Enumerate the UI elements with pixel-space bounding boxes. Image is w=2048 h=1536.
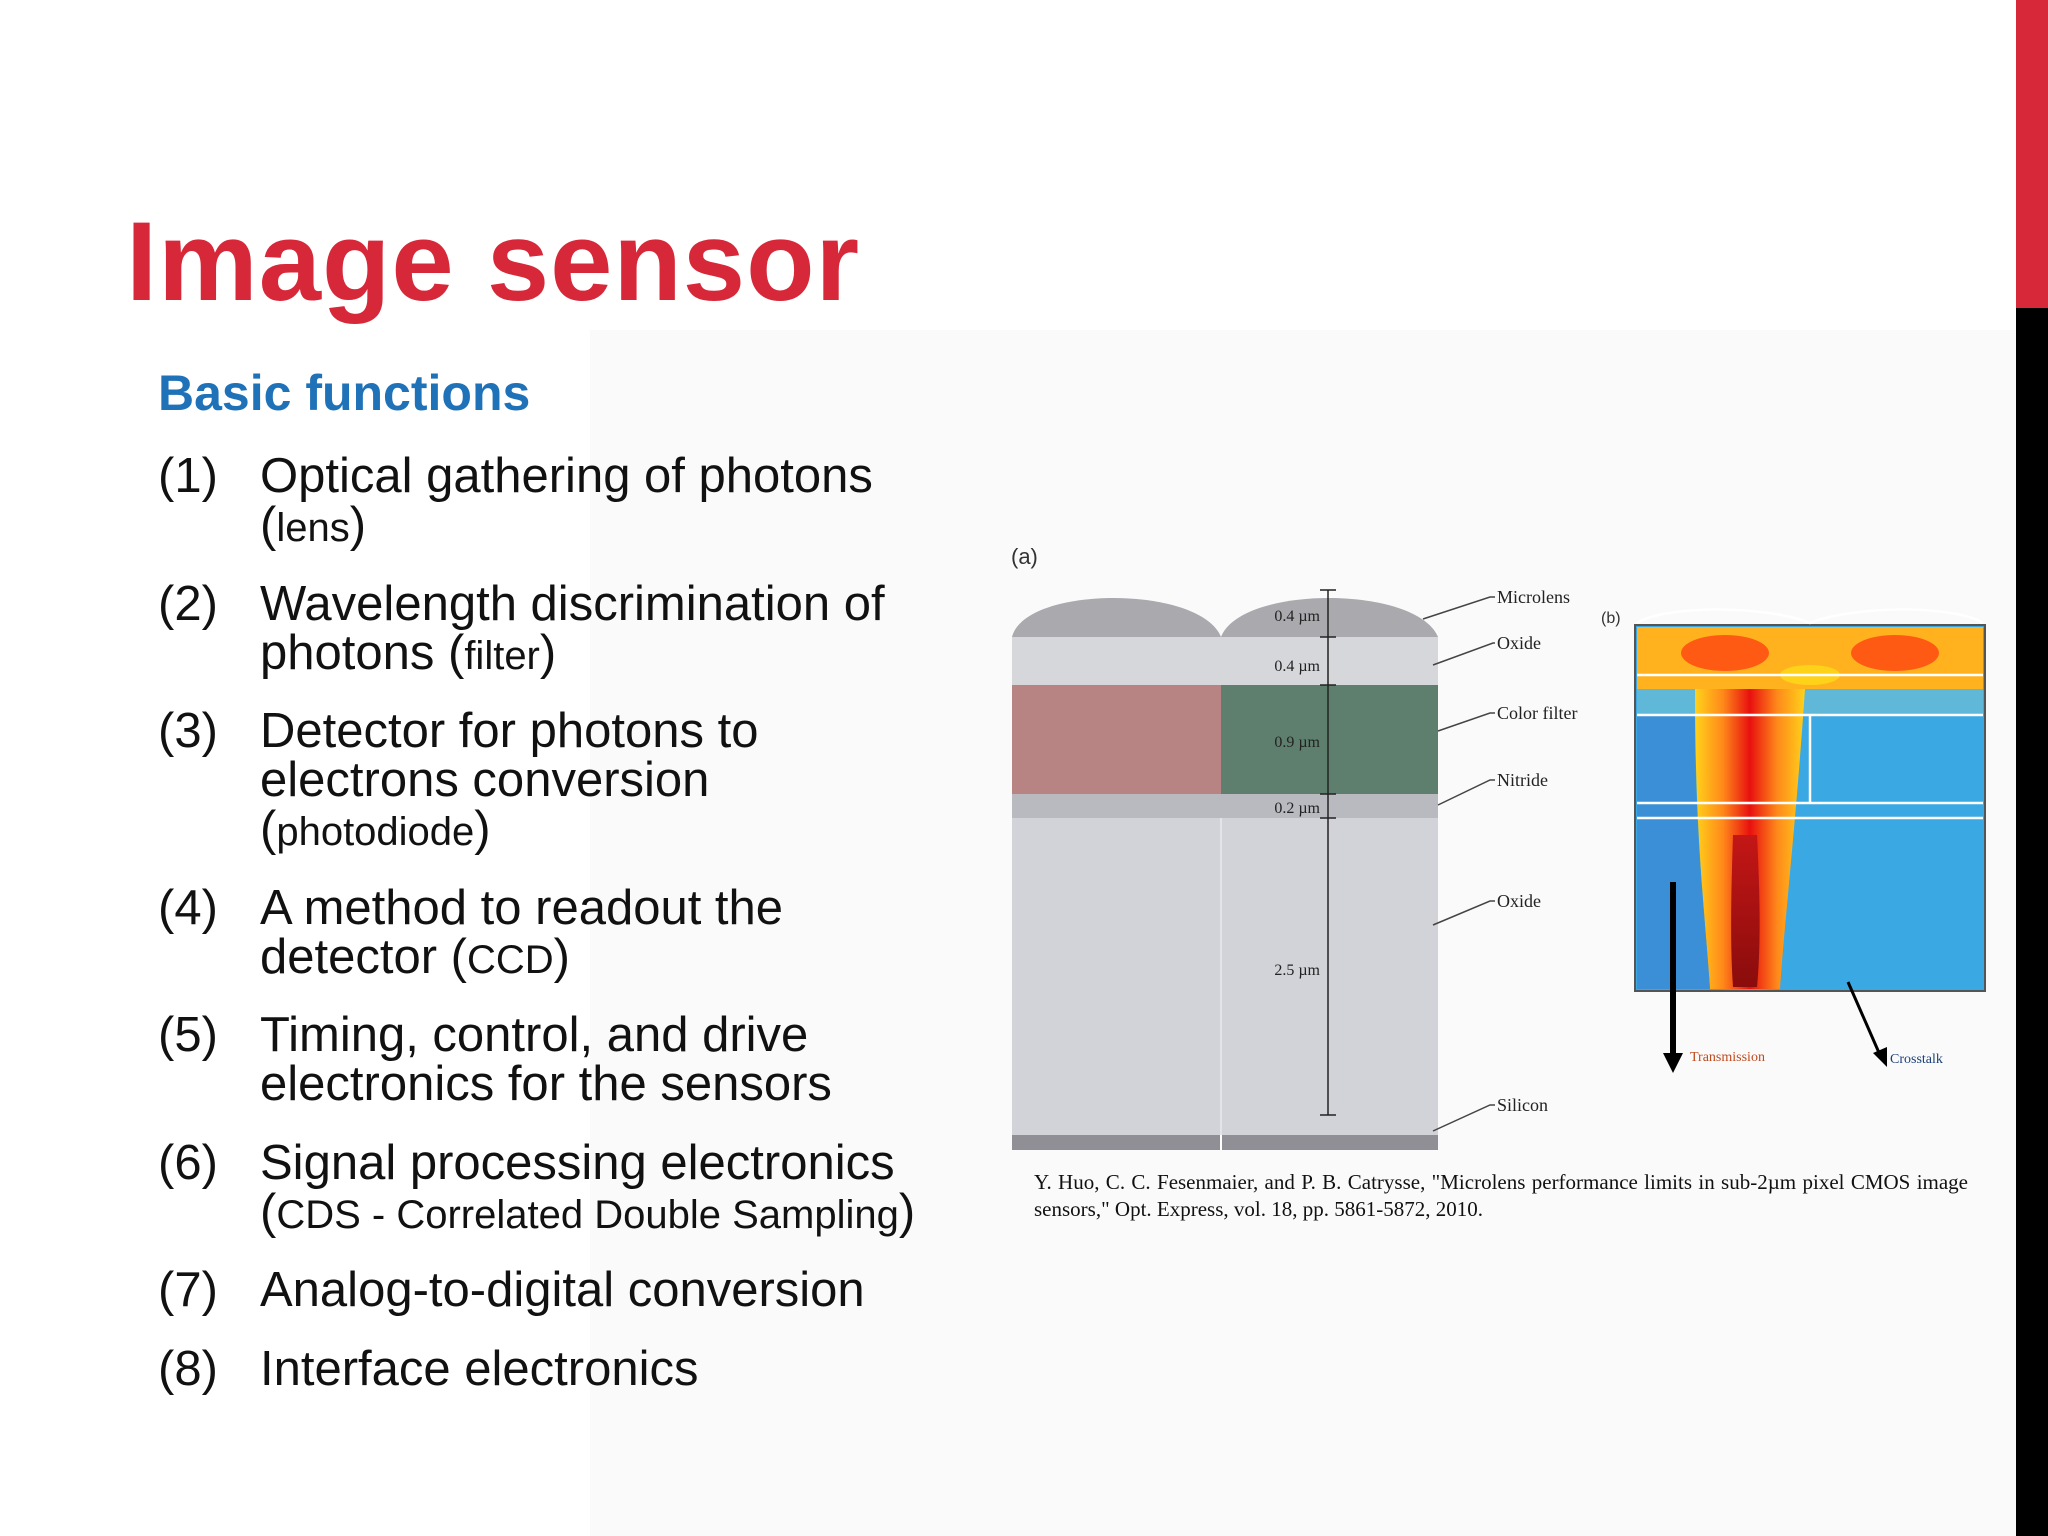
list-item-text: Optical gathering of photons (lens) <box>260 449 873 552</box>
panel-a-label: (a) <box>1011 544 1038 569</box>
list-item-number: (7) <box>158 1263 218 1317</box>
figure-citation: Y. Huo, C. C. Fesenmaier, and P. B. Catr… <box>1034 1170 1968 1221</box>
transmission-arrow <box>1663 882 1683 1073</box>
crosstalk-arrow <box>1846 981 1887 1067</box>
microlens-pixel-figure: (a) 0.4 µm 0.4 µm 0.9 µm 0.2 µm 2.5 µm <box>1011 544 1986 1150</box>
layer-label: Nitride <box>1497 770 1548 790</box>
dimension-ruler <box>1320 589 1336 1116</box>
list-item-text: Signal processing electronics (CDS - Cor… <box>260 1136 916 1239</box>
slide-subtitle: Basic functions <box>158 365 531 421</box>
layer-label: Microlens <box>1497 587 1570 607</box>
dimension-label: 2.5 µm <box>1274 962 1320 979</box>
list-item-text: A method to readout the detector (CCD) <box>260 881 784 984</box>
list-item-text: Detector for photons to electrons conver… <box>260 704 759 856</box>
list-item-number: (8) <box>158 1342 218 1396</box>
green-color-filter <box>1221 685 1438 794</box>
dimension-label: 0.2 µm <box>1274 800 1320 817</box>
list-item-text: Wavelength discrimination of photons (fi… <box>260 577 885 680</box>
list-item-number: (2) <box>158 577 218 631</box>
oxide-layer-upper <box>1012 637 1438 685</box>
microlens-left <box>1012 598 1221 637</box>
list-item-text: Interface electronics <box>260 1342 699 1396</box>
dimension-label: 0.4 µm <box>1274 658 1320 675</box>
oxide-layer-lower <box>1012 818 1438 1135</box>
list-item-number: (6) <box>158 1136 218 1190</box>
list-item-number: (5) <box>158 1008 218 1062</box>
microlens-right <box>1221 598 1438 637</box>
layer-label: Oxide <box>1497 633 1541 653</box>
silicon-base-strip <box>1012 1135 1438 1150</box>
panel-b-label: (b) <box>1601 610 1621 627</box>
side-accent-bar-black <box>2016 308 2048 1536</box>
layer-label: Oxide <box>1497 891 1541 911</box>
list-item-number: (4) <box>158 881 218 935</box>
side-accent-bar-red <box>2016 0 2048 308</box>
transmission-label: Transmission <box>1690 1050 1765 1065</box>
layer-label: Silicon <box>1497 1095 1548 1115</box>
red-color-filter <box>1012 685 1221 794</box>
list-item-number: (1) <box>158 449 218 503</box>
crosstalk-label: Crosstalk <box>1890 1052 1943 1067</box>
nitride-layer <box>1012 794 1438 818</box>
list-item-number: (3) <box>158 704 218 758</box>
list-item-text: Analog-to-digital conversion <box>260 1263 865 1317</box>
slide-title: Image sensor <box>126 199 861 324</box>
panel-a-cross-section: (a) 0.4 µm 0.4 µm 0.9 µm 0.2 µm 2.5 µm <box>1011 544 1577 1150</box>
dimension-label: 0.4 µm <box>1274 608 1320 625</box>
layer-label: Color filter <box>1497 703 1577 723</box>
dimension-label: 0.9 µm <box>1274 734 1320 751</box>
panel-b-field-simulation: (b) Transmission Crosstalk <box>1601 608 1986 1073</box>
list-item-text: Timing, control, and drive electronics f… <box>260 1008 832 1111</box>
